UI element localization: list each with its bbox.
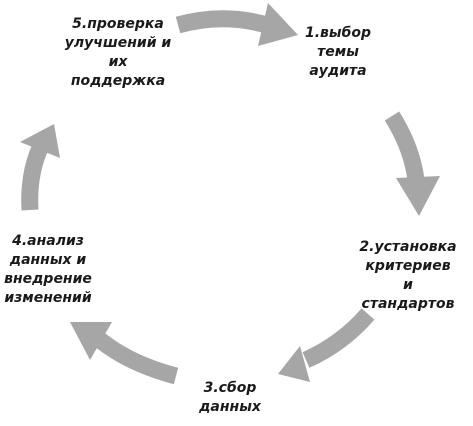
arrow-step1-to-step2 [384,111,440,216]
arrow-step4-to-step5 [20,124,60,211]
step-3-label: 3.сбор данных [199,380,261,415]
step-1-label: 1.выбор темы аудита [305,25,371,79]
arrow-step5-to-step1 [175,3,298,46]
arrow-step3-to-step4 [70,322,179,385]
arrow-step2-to-step3 [278,308,375,382]
step-4-label: 4.анализ данных и внедрение изменений [4,233,92,306]
step-5-label: 5.проверка улучшений и их поддержка [64,16,172,89]
step-2-label: 2.установка критериев и стандартов [359,239,457,312]
